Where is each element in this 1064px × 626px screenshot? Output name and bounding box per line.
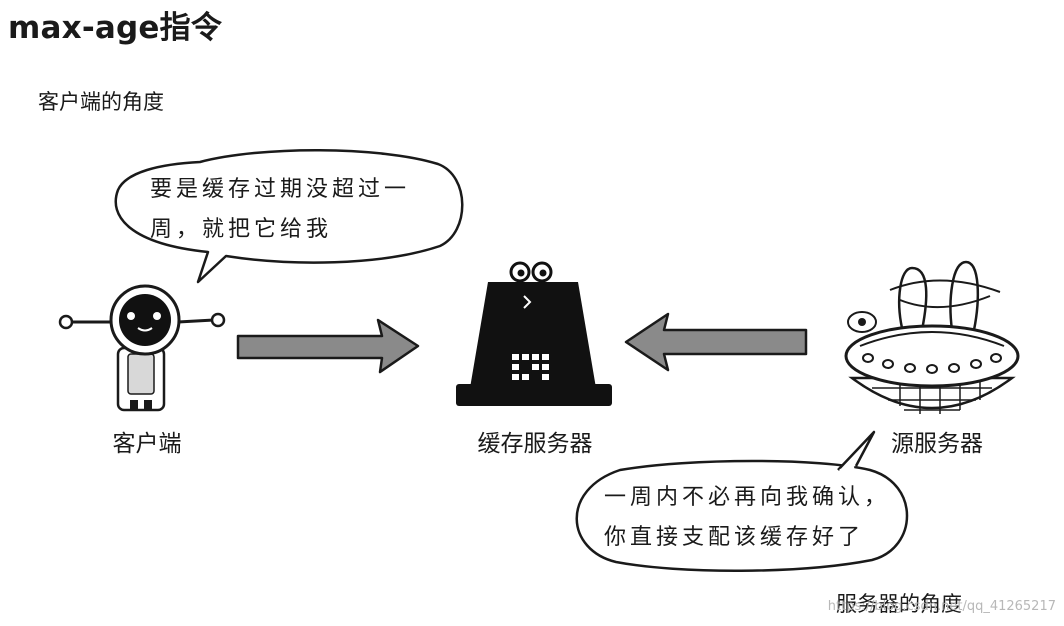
client-speech-bubble <box>114 149 464 284</box>
watermark: https://blog.csdn.net/qq_41265217 <box>827 599 1056 614</box>
origin-server-ufo-icon <box>844 260 1020 414</box>
server-perspective-label: 服务器的角度 <box>836 592 962 616</box>
page-title: max-age指令 <box>8 10 223 46</box>
request-arrow <box>236 318 420 374</box>
origin-server-label: 源服务器 <box>891 431 983 457</box>
client-bubble-line-2: 周，就把它给我 <box>150 217 333 242</box>
server-bubble-line-2: 你直接支配该缓存好了 <box>604 525 865 550</box>
server-bubble-tail <box>837 430 876 471</box>
server-speech-bubble <box>575 459 909 573</box>
response-arrow <box>624 312 808 372</box>
client-robot-icon <box>58 284 226 412</box>
client-label: 客户端 <box>112 431 182 457</box>
cache-server-label: 缓存服务器 <box>477 431 593 457</box>
client-bubble-line-1: 要是缓存过期没超过一 <box>150 177 411 202</box>
cache-server-building-icon <box>456 261 612 406</box>
server-bubble-line-1: 一周内不必再向我确认， <box>604 485 891 510</box>
client-perspective-label: 客户端的角度 <box>38 90 164 114</box>
